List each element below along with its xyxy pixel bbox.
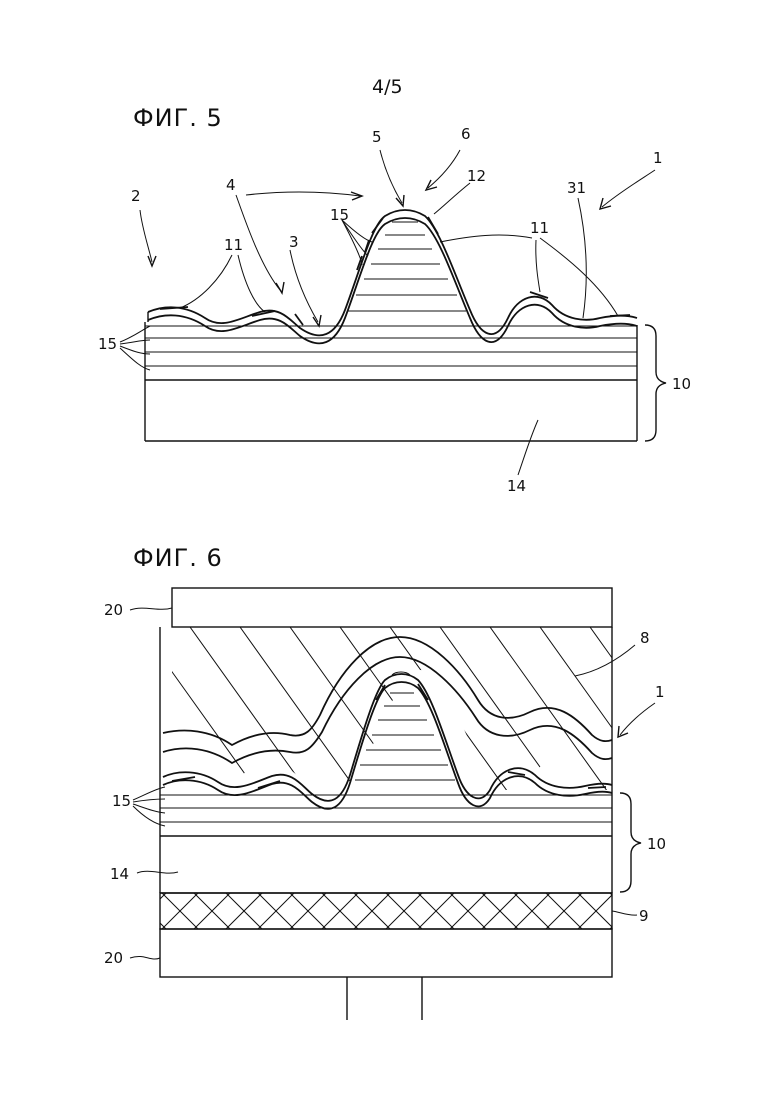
fig6-label-1: 1 (655, 683, 665, 701)
fig5-brace (645, 325, 666, 441)
fig6-label-8: 8 (640, 629, 650, 647)
fig5-coating (148, 210, 637, 343)
fig5-label-11-right: 11 (530, 219, 549, 237)
fig5-label-12: 12 (467, 167, 486, 185)
fig5-label-6: 6 (461, 125, 471, 143)
fig5-label-1: 1 (653, 149, 663, 167)
fig6-title: ФИГ. 6 (133, 544, 223, 572)
fig6-bottom-plate (160, 929, 612, 977)
fig5-label-11-left: 11 (224, 236, 243, 254)
fig5-label-15-peak: 15 (330, 206, 349, 224)
fig5-substrate (145, 322, 637, 441)
fig6-stem (347, 977, 422, 1020)
fig5-label-14: 14 (507, 477, 526, 495)
fig6-label-15: 15 (112, 792, 131, 810)
fig6-peak-layers (355, 693, 455, 780)
fig6-coating (163, 672, 612, 809)
figure-5: ФИГ. 5 (98, 104, 691, 495)
fig6-substrate (160, 795, 612, 893)
fig6-crosshatch-layer (130, 893, 646, 929)
fig6-leaders (130, 608, 655, 959)
fig6-label-20-top: 20 (104, 601, 123, 619)
fig6-top-plate (172, 588, 612, 627)
fig5-label-31: 31 (567, 179, 586, 197)
fig5-leaders (120, 150, 655, 475)
fig5-label-3: 3 (289, 233, 299, 251)
fig5-electrodes (160, 217, 630, 325)
fig5-label-15-left: 15 (98, 335, 117, 353)
page-number: 4/5 (372, 76, 403, 98)
fig6-labels: 20 8 1 15 10 14 9 20 (104, 601, 666, 967)
figure-6: ФИГ. 6 (104, 544, 760, 1020)
fig6-label-20-bottom: 20 (104, 949, 123, 967)
fig5-label-4: 4 (226, 176, 236, 194)
fig6-label-9: 9 (639, 907, 649, 925)
fig5-label-5: 5 (372, 128, 382, 146)
fig5-label-2: 2 (131, 187, 141, 205)
fig5-label-10: 10 (672, 375, 691, 393)
fig6-brace (620, 793, 641, 892)
fig6-label-10: 10 (647, 835, 666, 853)
fig6-label-14: 14 (110, 865, 129, 883)
fig5-title: ФИГ. 5 (133, 104, 223, 132)
